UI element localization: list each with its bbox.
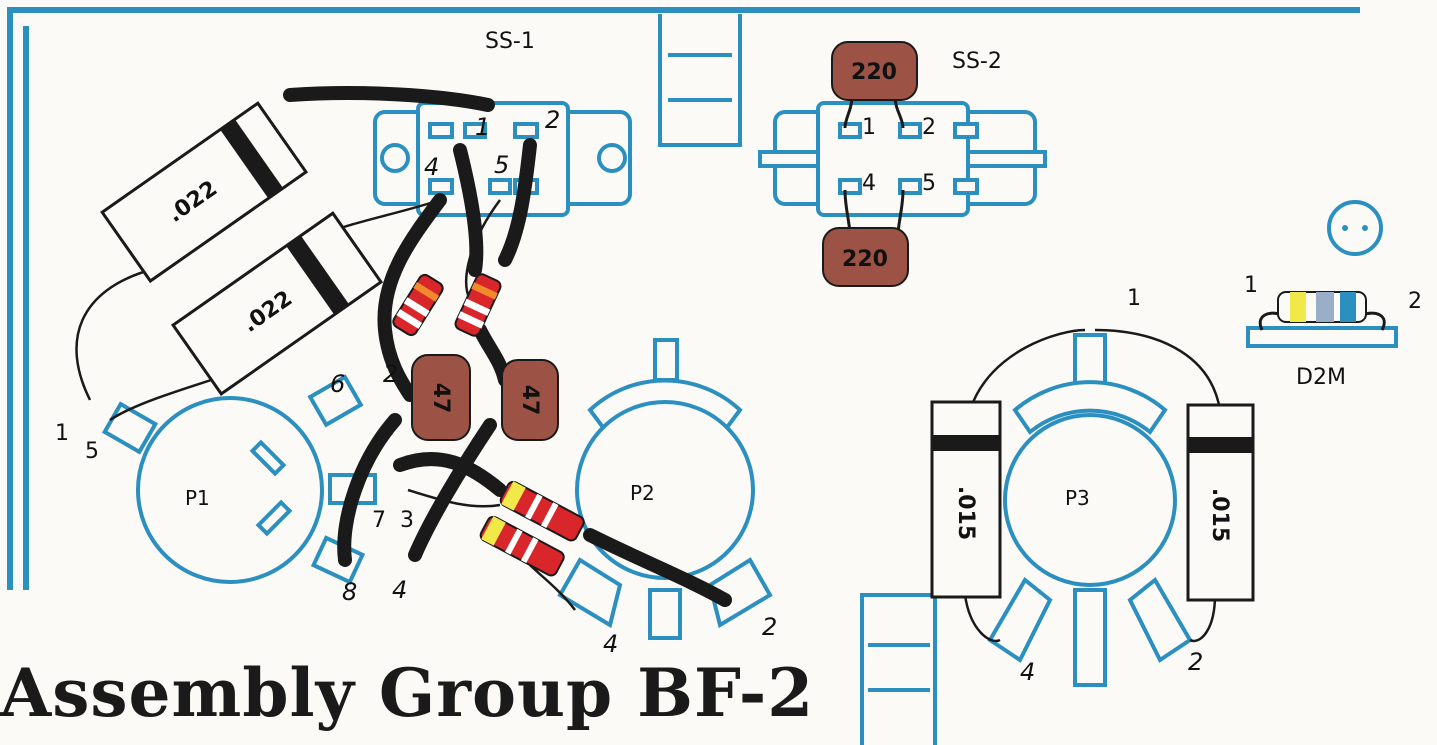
d2m-hole-right <box>1362 225 1368 231</box>
pin-p1-8: 8 <box>342 578 357 606</box>
socket-ss1 <box>373 101 632 217</box>
chassis-outline <box>7 7 1360 590</box>
label-p3: P3 <box>1065 486 1090 510</box>
pin-d2m-1: 1 <box>1244 273 1258 298</box>
resistor-upper-right <box>454 273 502 337</box>
capacitor-022-upper: .022 <box>100 101 309 284</box>
capacitor-value: .015 <box>953 486 978 540</box>
pin-ss2-4: 4 <box>862 171 876 196</box>
page-title: Assembly Group BF-2 <box>0 654 815 732</box>
pin-ss1-4: 4 <box>424 153 439 181</box>
pin-ss1-2: 2 <box>545 106 560 134</box>
pin-ss2-2: 2 <box>922 115 936 140</box>
pin-d2m-2: 2 <box>1408 289 1422 314</box>
socket-p1 <box>101 374 377 585</box>
label-p1: P1 <box>185 486 210 510</box>
pin-numbers: 1 2 4 5 1 2 4 5 1 5 6 2 7 3 8 4 4 2 1 4 … <box>55 106 1422 686</box>
label-p2: P2 <box>630 481 655 505</box>
terminal-strip-bottom <box>860 593 937 745</box>
capacitor-value: 220 <box>851 60 897 85</box>
label-ss1: SS-1 <box>485 29 535 54</box>
pin-p3-1: 1 <box>1127 286 1141 311</box>
capacitor-value: .015 <box>1207 488 1232 542</box>
pin-p1-3: 3 <box>400 508 414 533</box>
pin-ss2-5: 5 <box>922 171 936 196</box>
pin-p3-4: 4 <box>1020 658 1035 686</box>
resistor-upper-left <box>392 273 444 337</box>
pin-p2-4: 4 <box>603 630 618 658</box>
resistor-lower-1 <box>499 480 585 542</box>
capacitor-220-bottom: 220 <box>822 189 909 287</box>
pin-ss2-1: 1 <box>862 115 876 140</box>
capacitor-47-left: 47 <box>411 354 471 441</box>
capacitor-015-right: .015 <box>1186 403 1255 602</box>
pin-p1-7: 7 <box>372 508 386 533</box>
socket-d2m <box>1246 200 1398 348</box>
label-ss2: SS-2 <box>952 49 1002 74</box>
capacitor-022-lower: .022 <box>171 211 384 396</box>
capacitor-015-left: .015 <box>930 400 1002 599</box>
capacitor-value: 220 <box>842 247 888 272</box>
pin-p2-2: 2 <box>762 613 777 641</box>
capacitor-47-right: 47 <box>501 359 559 441</box>
resistor-lower-2 <box>479 515 565 577</box>
label-d2m: D2M <box>1296 365 1346 390</box>
capacitor-value: 47 <box>517 385 542 416</box>
pin-p1-2: 2 <box>383 360 398 388</box>
pin-p1-4: 4 <box>392 576 407 604</box>
socket-p3 <box>987 333 1193 687</box>
pin-p1-5: 5 <box>85 439 99 464</box>
thick-wires <box>283 86 732 607</box>
pin-ss1-1: 1 <box>475 113 490 141</box>
resistor-d2m <box>1258 291 1386 331</box>
terminal-strip-top <box>658 14 742 147</box>
pin-p1-6: 6 <box>330 370 345 398</box>
socket-p2 <box>557 338 773 640</box>
d2m-hole-left <box>1342 225 1348 231</box>
pin-p1-1: 1 <box>55 421 69 446</box>
capacitor-value: 47 <box>428 383 453 414</box>
socket-ss2 <box>758 101 1047 217</box>
capacitor-220-top: 220 <box>831 41 918 129</box>
pin-p3-2: 2 <box>1188 648 1203 676</box>
pin-ss1-5: 5 <box>494 151 509 179</box>
